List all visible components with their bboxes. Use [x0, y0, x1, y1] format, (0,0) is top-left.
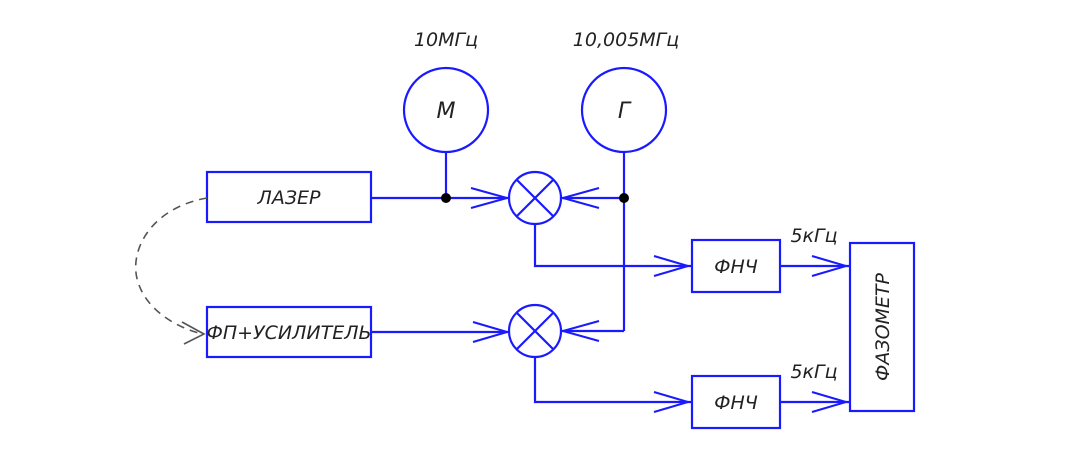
lpf-top-label: ФНЧ	[714, 256, 758, 278]
modulator-circle: М	[402, 66, 490, 154]
modulator-label: М	[437, 99, 456, 124]
arrow-right-icon	[653, 391, 692, 413]
laser-label: ЛАЗЕР	[257, 187, 321, 209]
modulator-frequency-label: 10МГц	[414, 29, 478, 51]
arrow-left-icon	[559, 187, 600, 209]
lpf-top-block: ФНЧ	[690, 238, 782, 294]
generator-label: Г	[618, 99, 632, 124]
generator-circle: Г	[580, 66, 668, 154]
wire-mixer-lpf-top	[533, 224, 692, 268]
laser-block: ЛАЗЕР	[205, 170, 373, 224]
out-top-frequency-label: 5кГц	[790, 225, 837, 247]
lpf-bottom-label: ФНЧ	[714, 392, 758, 414]
lpf-bottom-block: ФНЧ	[690, 374, 782, 430]
arrow-right-icon	[811, 391, 850, 413]
mixer-bottom	[507, 303, 563, 359]
phasemeter-label: ФАЗОМЕТР	[872, 272, 894, 380]
junction-dot-icon	[441, 193, 451, 203]
arrow-right-icon	[472, 321, 511, 343]
junction-dot-icon	[619, 193, 629, 203]
arrow-right-icon	[653, 255, 692, 277]
out-bottom-frequency-label: 5кГц	[790, 361, 837, 383]
optical-path-dashed	[134, 197, 208, 335]
arrow-right-icon	[811, 255, 850, 277]
arrow-left-icon	[559, 320, 600, 342]
phasemeter-block: ФАЗОМЕТР	[848, 241, 916, 413]
photodetector-block: ФП+УСИЛИТЕЛЬ	[205, 305, 373, 359]
photodetector-label: ФП+УСИЛИТЕЛЬ	[206, 322, 371, 344]
wire-mixer-lpf-bottom	[533, 357, 692, 404]
mixer-top	[507, 170, 563, 226]
arrow-dashed-icon	[181, 321, 206, 345]
arrow-right-icon	[470, 187, 511, 209]
generator-frequency-label: 10,005МГц	[573, 29, 679, 51]
